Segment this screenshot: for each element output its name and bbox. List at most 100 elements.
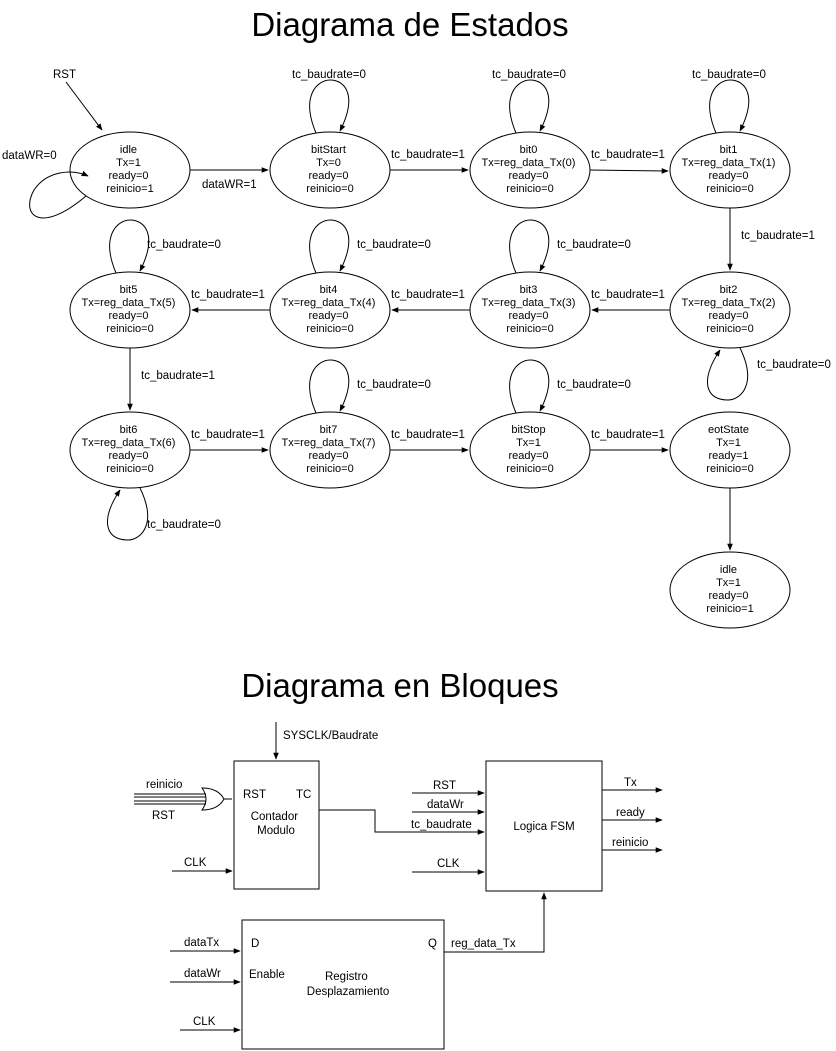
signal-datawr: dataWr: [170, 968, 241, 985]
transition-bit3-bit4: tc_baudrate=1: [391, 289, 470, 313]
transition-bit4-self: tc_baudrate=0: [309, 219, 431, 274]
svg-text:RST: RST: [433, 780, 456, 792]
state-name: bit7: [320, 424, 338, 436]
transition-bit7-bitstop: tc_baudrate=1: [390, 429, 469, 453]
svg-text:tc_baudrate=0: tc_baudrate=0: [357, 239, 431, 251]
transition-bitstart-bit0: tc_baudrate=1: [390, 149, 469, 173]
state-name: bit0: [520, 144, 538, 156]
svg-text:tc_baudrate=1: tc_baudrate=1: [741, 230, 815, 242]
svg-text:reg_data_Tx: reg_data_Tx: [451, 938, 516, 950]
states-diagram-title: Diagrama de Estados: [251, 6, 568, 43]
svg-text:dataWR=1: dataWR=1: [202, 179, 257, 191]
signal-out-ready: ready: [602, 807, 663, 823]
svg-text:bitStart Tx=0 read: bitStart Tx=0 ready=0 reinicio=0: [306, 144, 353, 195]
svg-text:bit4 Tx=reg_data_Tx(4): bit4 Tx=reg_data_Tx(4) ready=0 reinicio=…: [282, 284, 379, 335]
svg-text:tc_baudrate=1: tc_baudrate=1: [391, 289, 465, 301]
svg-text:SYSCLK/Baudrate: SYSCLK/Baudrate: [283, 730, 378, 742]
transition-bit5-self: tc_baudrate=0: [109, 219, 221, 274]
block-contador-modulo: RST TC Contador Modulo: [233, 760, 320, 890]
svg-text:dataWR=0: dataWR=0: [2, 150, 57, 162]
signal-reinicio-label: reinicio: [146, 779, 182, 791]
svg-text:tc_baudrate=0: tc_baudrate=0: [492, 69, 566, 81]
svg-text:tc_baudrate=0: tc_baudrate=0: [557, 379, 631, 391]
state-name: bitStop: [511, 424, 545, 436]
svg-text:tc_baudrate=0: tc_baudrate=0: [692, 69, 766, 81]
block-registro-desplazamiento: D Enable Q Registro Desplazamiento: [241, 919, 445, 1050]
state-bit1: bit1 Tx=reg_data_Tx(1) ready=0 reinicio=…: [669, 131, 791, 209]
svg-text:Logica FSM: Logica FSM: [513, 821, 574, 833]
svg-text:dataWr: dataWr: [427, 799, 464, 811]
svg-text:dataWr: dataWr: [184, 968, 221, 980]
svg-text:RST: RST: [53, 69, 76, 81]
state-name: eotState: [708, 424, 749, 436]
state-name: bit5: [120, 284, 138, 296]
transition-idle-self: dataWR=0: [2, 150, 89, 219]
state-bit5: bit5 Tx=reg_data_Tx(5) ready=0 reinicio=…: [69, 271, 191, 349]
state-name: bit4: [320, 284, 338, 296]
signal-fsm-rst: RST: [412, 780, 485, 796]
state-name: idle: [720, 564, 737, 576]
transition-bit5-bit6: tc_baudrate=1: [127, 348, 215, 411]
contador-tc-port: TC: [296, 789, 311, 801]
transition-bit0-self: tc_baudrate=0: [492, 69, 566, 134]
svg-text:CLK: CLK: [193, 1016, 216, 1028]
signal-tc-baudrate: [319, 809, 485, 835]
svg-text:bit5 Tx=reg_data_Tx(5): bit5 Tx=reg_data_Tx(5) ready=0 reinicio=…: [82, 284, 179, 335]
signal-fsm-clk: CLK: [412, 858, 485, 875]
svg-text:tc_baudrate=1: tc_baudrate=1: [591, 149, 665, 161]
svg-text:eotState Tx=1 read: eotState Tx=1 ready=1 reinicio=0: [706, 424, 753, 475]
state-name: bit1: [720, 144, 738, 156]
svg-text:tc_baudrate=1: tc_baudrate=1: [591, 429, 665, 441]
svg-text:tc_baudrate=1: tc_baudrate=1: [191, 429, 265, 441]
svg-text:tc_baudrate=0: tc_baudrate=0: [757, 359, 831, 371]
svg-text:bitStop Tx=1 ready: bitStop Tx=1 ready=0 reinicio=0: [506, 424, 553, 475]
transition-bit7-self: tc_baudrate=0: [309, 359, 431, 414]
signal-out-tx: Tx: [602, 777, 663, 793]
svg-text:reinicio: reinicio: [612, 837, 648, 849]
registro-d-port: D: [251, 938, 259, 950]
svg-text:tc_baudrate=1: tc_baudrate=1: [391, 429, 465, 441]
signal-out-reinicio: reinicio: [602, 837, 663, 853]
transition-bit1-bit2: tc_baudrate=1: [727, 208, 815, 271]
svg-text:dataTx: dataTx: [184, 937, 219, 949]
svg-text:Tx: Tx: [624, 777, 637, 789]
svg-text:tc_baudrate=0: tc_baudrate=0: [357, 379, 431, 391]
registro-enable-port: Enable: [249, 969, 285, 981]
state-name: bitStart: [311, 144, 346, 156]
signal-rst-label: RST: [152, 810, 175, 822]
state-idle-final: idle Tx=1 ready=0 reinicio=1: [669, 551, 791, 629]
state-idle: idle Tx=1 ready=0 reinicio=1: [69, 131, 191, 209]
contador-rst-port: RST: [243, 789, 266, 801]
svg-text:Contador Modulo: Contador Modulo: [251, 811, 302, 837]
transition-bit4-bit5: tc_baudrate=1: [191, 289, 270, 313]
svg-text:tc_baudrate=0: tc_baudrate=0: [292, 69, 366, 81]
signal-fsm-tc-label: tc_baudrate: [411, 819, 472, 831]
transition-bit3-self: tc_baudrate=0: [509, 219, 631, 274]
svg-text:bit7 Tx=reg_data_Tx(7): bit7 Tx=reg_data_Tx(7) ready=0 reinicio=…: [282, 424, 379, 475]
signal-fsm-datawr: dataWr: [412, 799, 485, 815]
transition-bitstop-self: tc_baudrate=0: [509, 359, 631, 414]
state-eotstate: eotState Tx=1 ready=1 reinicio=0: [669, 411, 791, 489]
transition-bit6-self: tc_baudrate=0: [107, 487, 221, 541]
svg-text:tc_baudrate=1: tc_baudrate=1: [191, 289, 265, 301]
state-bit0: bit0 Tx=reg_data_Tx(0) ready=0 reinicio=…: [469, 131, 591, 209]
svg-text:tc_baudrate=1: tc_baudrate=1: [141, 370, 215, 382]
block-logica-fsm: Logica FSM: [485, 760, 603, 892]
state-bit6: bit6 Tx=reg_data_Tx(6) ready=0 reinicio=…: [69, 411, 191, 489]
transition-idle-bitstart: dataWR=1: [190, 167, 269, 191]
state-bit4: bit4 Tx=reg_data_Tx(4) ready=0 reinicio=…: [269, 271, 391, 349]
state-bit2: bit2 Tx=reg_data_Tx(2) ready=0 reinicio=…: [669, 271, 791, 349]
transition-bitstart-self: tc_baudrate=0: [292, 69, 366, 134]
blocks-diagram-title: Diagrama en Bloques: [241, 667, 558, 704]
svg-text:bit1 Tx=reg_data_Tx(1): bit1 Tx=reg_data_Tx(1) ready=0 reinicio=…: [682, 144, 779, 195]
svg-text:Registro Desplazamiento: Registro Desplazamiento: [307, 971, 389, 998]
transition-rst: RST: [53, 69, 103, 131]
state-bitstop: bitStop Tx=1 ready=0 reinicio=0: [469, 411, 591, 489]
svg-text:tc_baudrate=0: tc_baudrate=0: [557, 239, 631, 251]
svg-text:tc_baudrate=1: tc_baudrate=1: [591, 289, 665, 301]
signal-reg-data-tx: reg_data_Tx: [444, 892, 547, 953]
svg-text:CLK: CLK: [184, 857, 207, 869]
signal-clk-registro: CLK: [180, 1016, 241, 1033]
svg-text:idle Tx=1 ready=0: idle Tx=1 ready=0 reinicio=1: [706, 564, 753, 615]
